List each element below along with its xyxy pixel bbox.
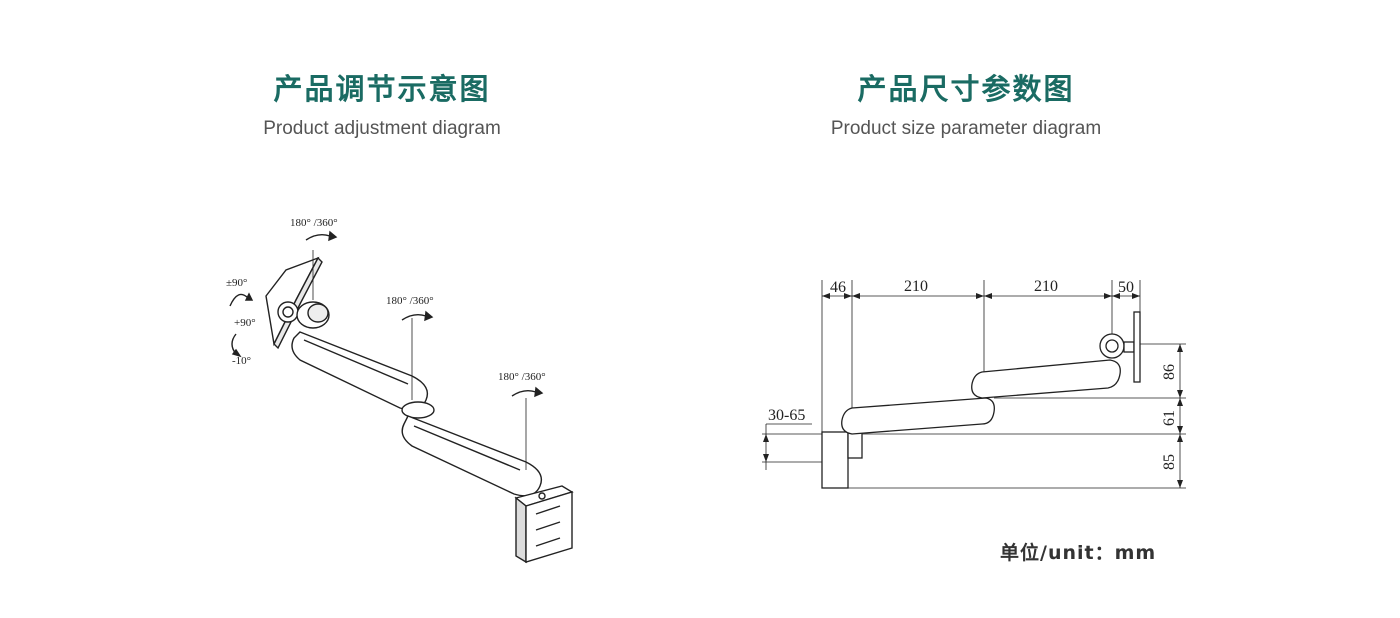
mid-joint-rotation-label: 180° /360° [386,295,434,307]
vesa-plate [265,256,320,347]
clamp-screw [538,492,546,500]
clamp-front [525,491,573,563]
head-rotation-arrow [305,233,331,241]
adjustment-diagram-title: 产品调节示意图 [273,72,491,106]
head-rotation-arrowhead [328,230,338,242]
head-rotation-label: 180° /360° [290,217,338,229]
lower-arm-line [413,425,521,471]
mid-rotation-arrowhead [424,310,434,322]
clamp-slot-3 [535,537,561,547]
base-rotation-arrowhead [534,386,544,398]
clamp-slot-2 [535,521,561,531]
mid-rotation-arrow [401,313,427,321]
tilt-down-label: -10° [232,355,251,367]
vesa-hub [277,301,299,323]
adjustment-diagram-subtitle: Product adjustment diagram [263,118,501,139]
lower-arm [401,415,543,497]
vesa-plate-edge [273,256,323,350]
clamp-slot-1 [535,505,561,515]
base-joint-rotation-label: 180° /360° [498,371,546,383]
unit-label: 单位/unit：mm [1000,542,1157,564]
vesa-hub-inner [282,306,294,318]
tilt-label: ±90° [226,277,247,289]
tilt-arrow [229,293,249,307]
tilt-up-label: +90° [234,317,256,329]
size-diagram-subtitle: Product size parameter diagram [830,118,1102,139]
tilt-up-down-arrowhead [231,348,242,358]
head-joint-knob [307,303,329,323]
monitor-arm-isometric [229,230,574,564]
tilt-arrowhead [244,292,254,301]
base-rotation-arrow [511,389,537,397]
mid-joint [401,401,435,419]
size-diagram-title: 产品尺寸参数图 [857,72,1075,106]
clamp-side [515,496,527,564]
upper-arm-line [303,339,409,385]
